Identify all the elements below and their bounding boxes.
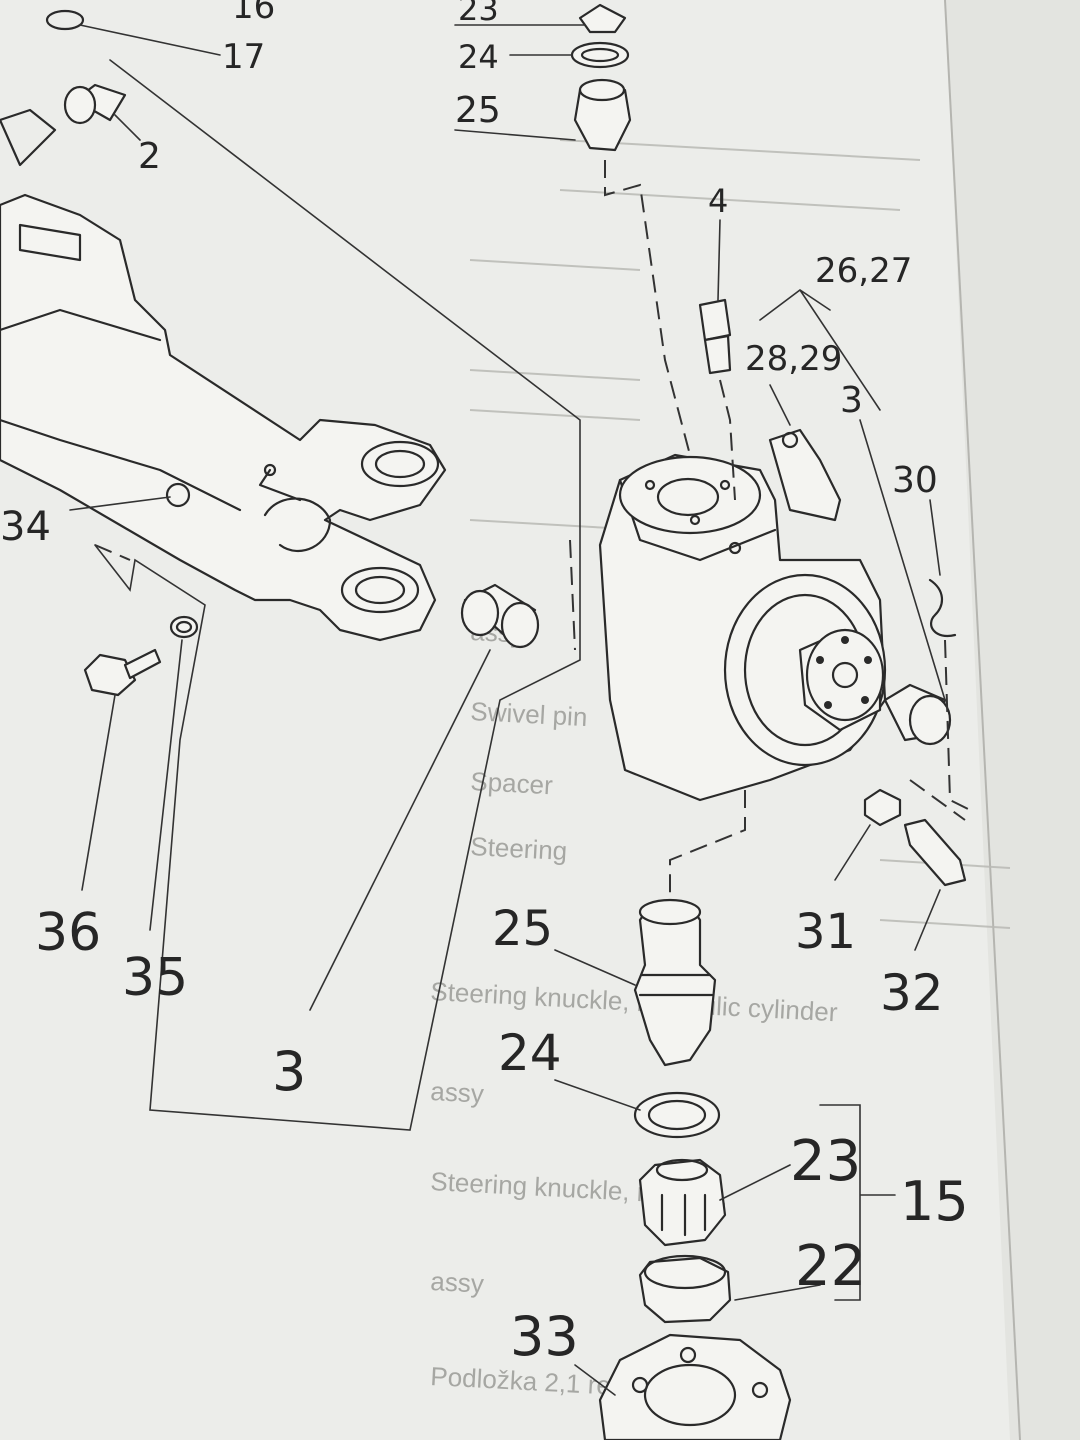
washer-35: [169, 615, 199, 639]
callout-4: 4: [708, 182, 728, 220]
callout-33: 33: [510, 1305, 579, 1368]
cotter-pin-30: [928, 578, 957, 638]
callout-30: 30: [892, 460, 938, 501]
page-right-edge: [944, 0, 1021, 1440]
callout-24-top: 24: [458, 38, 499, 76]
callout-31: 31: [795, 904, 856, 960]
callout-3-bottom: 3: [272, 1040, 306, 1103]
bearing-cup-22: [638, 1254, 732, 1324]
callout-15: 15: [900, 1170, 969, 1233]
callout-32: 32: [880, 964, 944, 1022]
assembly-line-pin: [909, 779, 966, 821]
bushing-3-left: [460, 583, 540, 649]
assembly-line-top: [604, 160, 691, 456]
flange-33: [598, 1333, 792, 1440]
callout-28-29: 28,29: [745, 339, 842, 379]
steering-knuckle: [598, 428, 887, 802]
callout-36: 36: [35, 903, 101, 963]
callout-24-bottom: 24: [498, 1024, 562, 1082]
callout-22: 22: [795, 1234, 866, 1299]
washer-16: [45, 9, 85, 31]
bolt-36: [83, 648, 162, 697]
callout-labels: 16 17 2 23 24 25 4 26,27 28,29 3 30 34 3…: [0, 0, 969, 1368]
callout-35: 35: [122, 948, 188, 1008]
callout-23-top: 23: [458, 0, 499, 28]
callout-16: 16: [232, 0, 275, 27]
callout-23-bottom: 23: [790, 1129, 861, 1194]
assembly-line-plug: [719, 379, 736, 501]
bg-text-2: Swivel pin: [470, 696, 588, 732]
bg-text-4: Steering: [470, 831, 568, 866]
callout-2: 2: [138, 136, 161, 177]
nut-31: [863, 788, 902, 827]
axle-housing: [0, 108, 447, 642]
callout-26-27: 26,27: [815, 251, 912, 291]
bg-text-3: Spacer: [470, 766, 554, 800]
grease-nipple-34: [165, 482, 191, 508]
bearing-23-top: [578, 3, 627, 34]
pivot-pin-25-top: [573, 78, 632, 152]
callout-17: 17: [222, 37, 265, 77]
seal-24-bottom: [633, 1091, 721, 1139]
page-right-shadow: [945, 0, 1080, 1440]
seal-24-top: [570, 41, 630, 69]
bushing-right: [883, 683, 952, 746]
bushing-2: [63, 83, 127, 125]
callout-3-right: 3: [840, 380, 863, 421]
assembly-line-left: [94, 544, 131, 561]
bg-text-8: assy: [430, 1266, 485, 1299]
callout-25-top: 25: [455, 90, 501, 131]
bg-text-6: assy: [430, 1076, 485, 1109]
callout-25-bottom: 25: [492, 901, 553, 957]
callout-34: 34: [0, 504, 51, 550]
leader-lines: [69, 24, 946, 1396]
assembly-line-right: [944, 639, 971, 811]
axle-group-outline: [94, 59, 581, 1131]
pin-32: [903, 818, 967, 887]
pivot-pin-25-bottom: [633, 898, 717, 1067]
bearing-cone-23: [638, 1158, 727, 1247]
assembly-line-axle: [569, 539, 576, 651]
assembly-line-bottom: [669, 790, 746, 900]
plug-4: [698, 298, 732, 375]
